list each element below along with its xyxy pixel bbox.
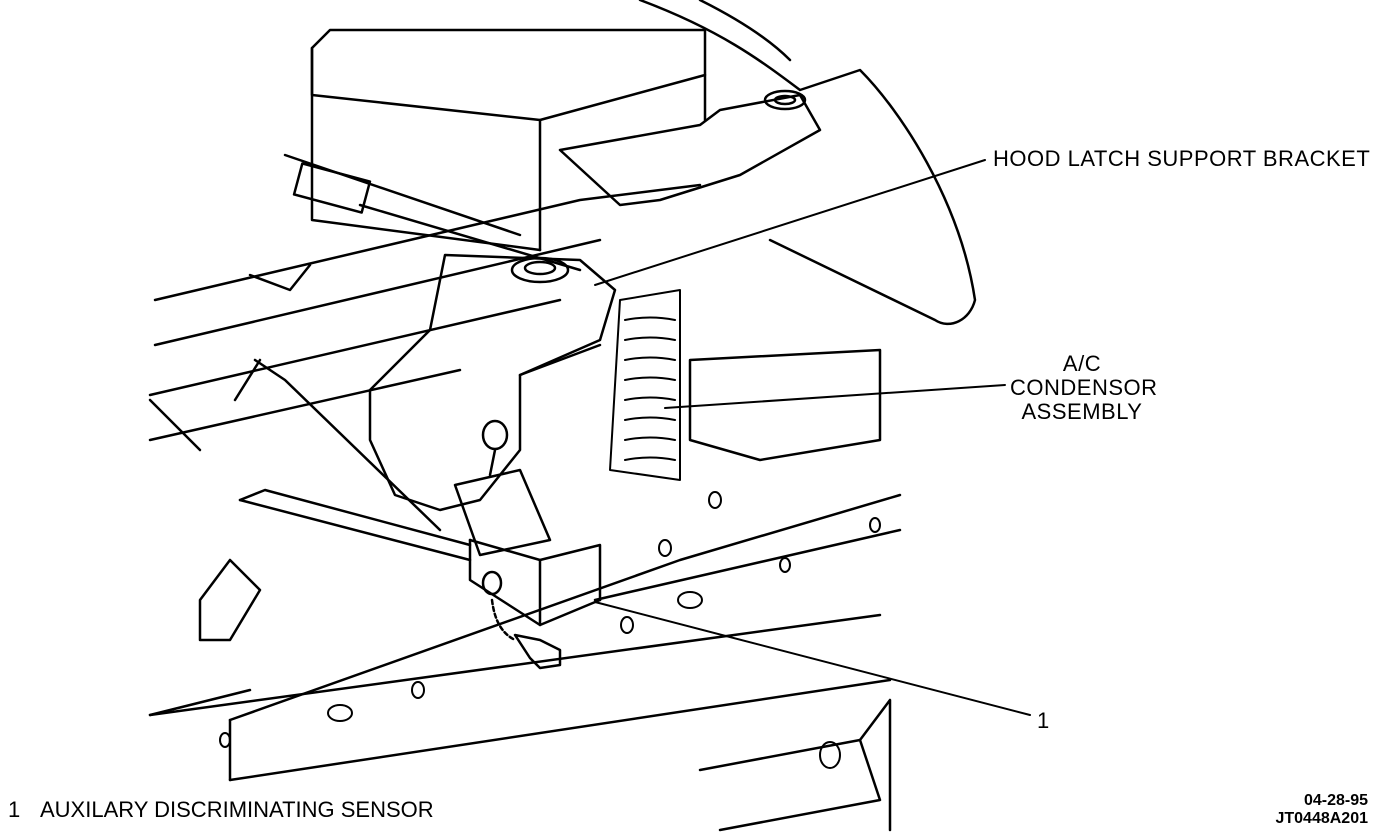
leader-hood-latch — [594, 159, 986, 286]
legend-number: 1 — [8, 797, 21, 822]
bolt — [490, 598, 562, 670]
left-structures — [148, 358, 442, 642]
figure-date: 04-28-95 — [1303, 792, 1368, 809]
callout-ac-condensor-assembly: A/C CONDENSOR ASSEMBLY — [1010, 351, 1158, 424]
condensor-coils — [609, 289, 681, 481]
legend: 1 AUXILARY DISCRIMINATING SENSOR — [8, 797, 434, 823]
sensor-connector — [283, 153, 582, 272]
sensor-bracket — [238, 419, 552, 596]
leader-ac-condensor — [664, 384, 1006, 409]
leader-lines — [594, 159, 1031, 716]
leader-item-1 — [594, 601, 1031, 716]
lower-right-structure — [688, 348, 892, 832]
callout-ac-line-1: A/C — [1062, 351, 1102, 376]
callout-hood-latch-support-bracket: HOOD LATCH SUPPORT BRACKET — [993, 146, 1371, 171]
callout-ac-line-3: ASSEMBLY — [1021, 399, 1143, 424]
hood-latch-bracket — [558, 89, 822, 207]
figure-code: 04-28-95 JT0448A201 — [1275, 792, 1368, 828]
fender-outline — [638, 0, 977, 326]
fender-inner — [698, 0, 792, 62]
air-box — [310, 28, 707, 252]
frame-holes — [219, 491, 881, 769]
legend-text: AUXILARY DISCRIMINATING SENSOR — [40, 797, 434, 822]
callout-ac-line-2: CONDENSOR — [1010, 375, 1158, 400]
figure-id: JT0448A201 — [1275, 810, 1368, 827]
coolant-reservoir — [368, 253, 617, 512]
callout-item-1: 1 — [1037, 708, 1050, 733]
